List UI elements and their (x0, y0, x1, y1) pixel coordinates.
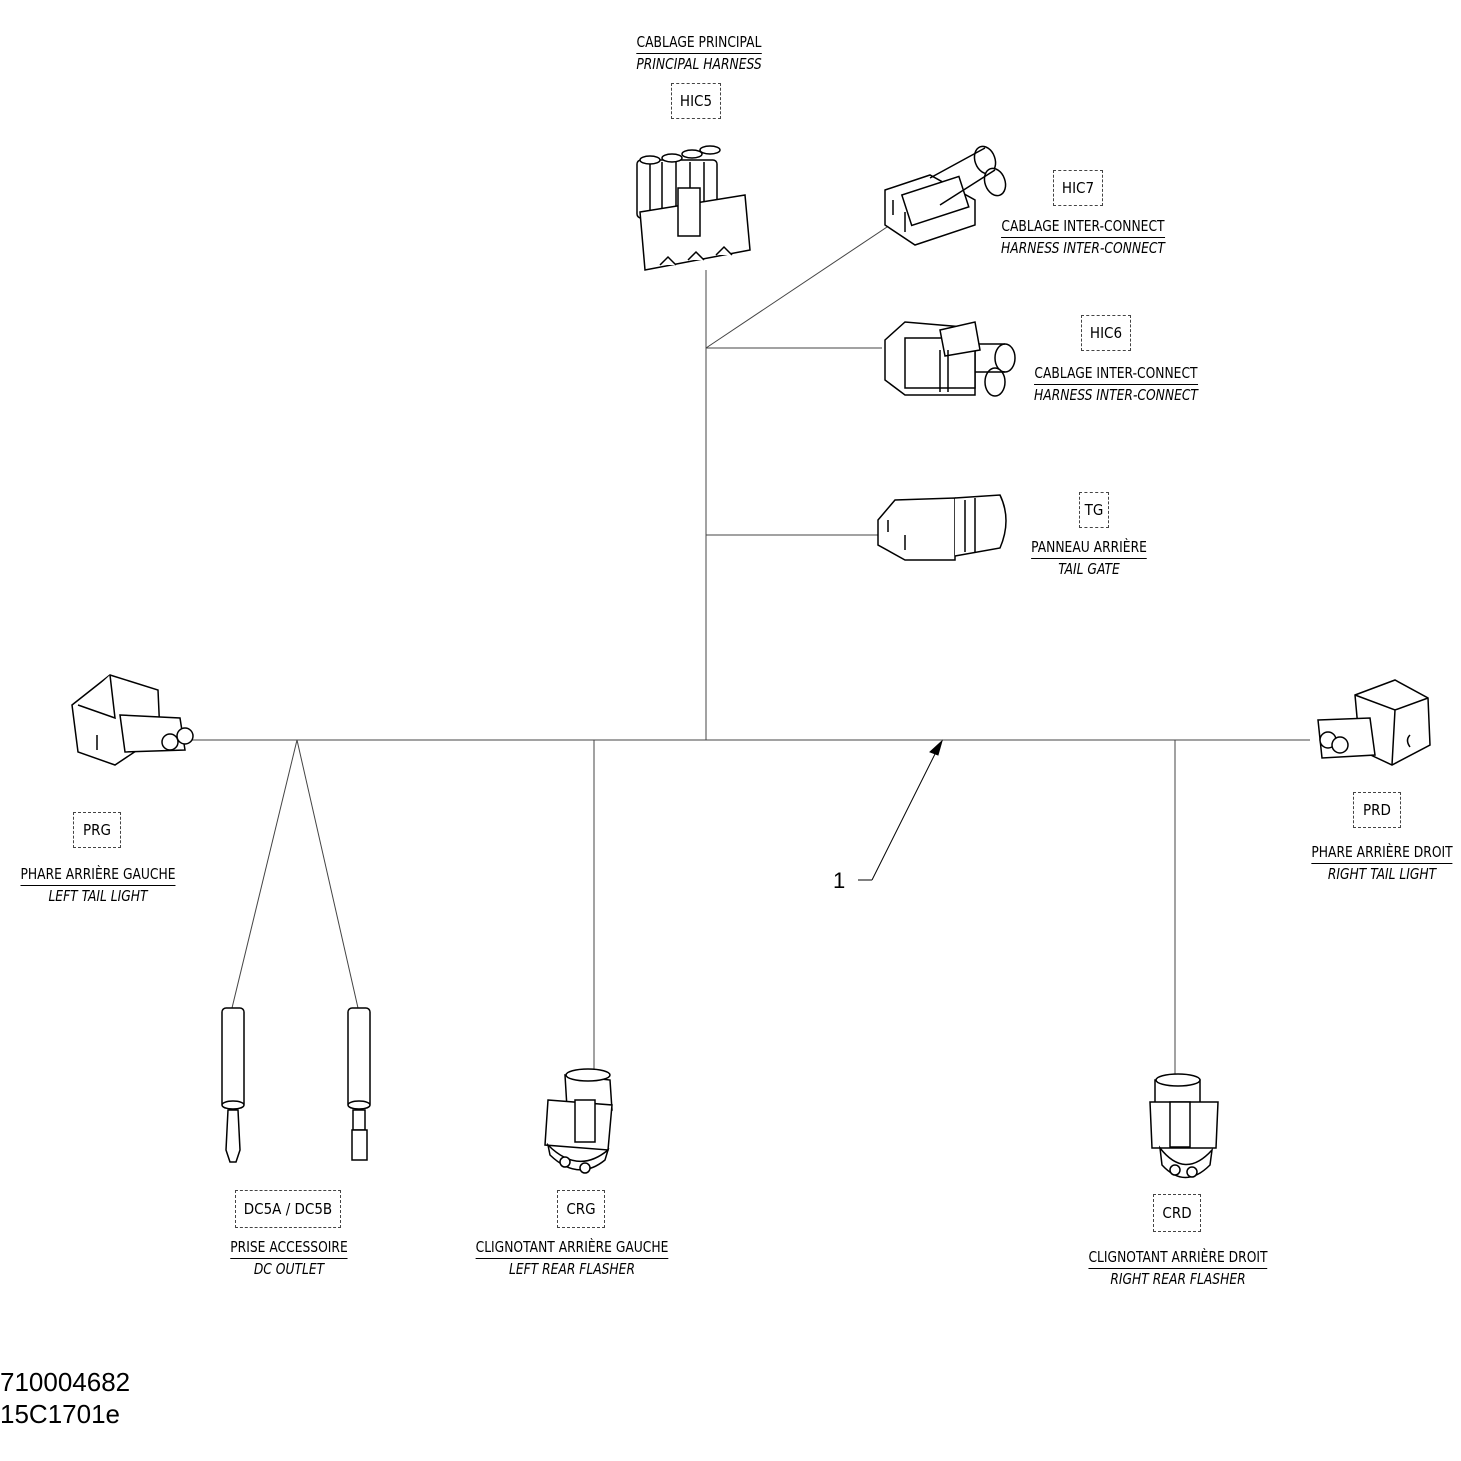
drawing-part-number: 710004682 (0, 1367, 131, 1397)
dc5-code-box: DC5A / DC5B (235, 1190, 341, 1228)
hic6-connector-icon (884, 321, 1016, 397)
crd-code-box: CRD (1153, 1194, 1201, 1232)
hic6-label-en: HARNESS INTER-CONNECT (1034, 386, 1198, 404)
prd-label-fr: PHARE ARRIÈRE DROIT (1311, 842, 1453, 864)
part-callout-number: 1 (833, 868, 846, 893)
hic5-label-fr: CABLAGE PRINCIPAL (636, 32, 762, 54)
hic7-label: CABLAGE INTER-CONNECT HARNESS INTER-CONN… (1001, 216, 1165, 259)
dc5-connector-icon (221, 1007, 371, 1163)
crg-label-fr: CLIGNOTANT ARRIÈRE GAUCHE (475, 1237, 669, 1259)
hic5-code-box: HIC5 (671, 83, 721, 119)
crg-label: CLIGNOTANT ARRIÈRE GAUCHE LEFT REAR FLAS… (475, 1237, 669, 1280)
dc5-label: PRISE ACCESSOIRE DC OUTLET (230, 1237, 348, 1280)
tg-code-box: TG (1079, 492, 1109, 528)
drawing-reference-code: 15C1701e (0, 1399, 120, 1429)
prg-label-en: LEFT TAIL LIGHT (48, 887, 148, 905)
harness-wires (190, 224, 1310, 1080)
prg-connector-icon (71, 674, 194, 766)
crg-code-box: CRG (557, 1190, 605, 1228)
hic7-connector-icon (884, 145, 1007, 246)
hic6-label-fr: CABLAGE INTER-CONNECT (1034, 363, 1198, 385)
hic7-label-fr: CABLAGE INTER-CONNECT (1001, 216, 1165, 238)
part-callout-leader (858, 739, 943, 881)
hic5-label-en: PRINCIPAL HARNESS (636, 55, 762, 73)
crd-label-en: RIGHT REAR FLASHER (1110, 1270, 1246, 1288)
hic7-label-en: HARNESS INTER-CONNECT (1001, 239, 1165, 257)
dc5-label-en: DC OUTLET (253, 1260, 325, 1278)
prg-label: PHARE ARRIÈRE GAUCHE LEFT TAIL LIGHT (20, 864, 176, 907)
prd-code-box: PRD (1353, 792, 1401, 828)
crd-connector-icon (1149, 1073, 1219, 1179)
prg-code-box: PRG (73, 812, 121, 848)
hic7-code-box: HIC7 (1053, 170, 1103, 206)
tg-connector-icon (877, 494, 1007, 561)
prd-label-en: RIGHT TAIL LIGHT (1327, 865, 1437, 883)
tg-label-en: TAIL GATE (1058, 560, 1120, 578)
tg-label: PANNEAU ARRIÈRE TAIL GATE (1031, 537, 1147, 580)
hic5-connector-icon (636, 145, 751, 271)
crg-connector-icon (544, 1068, 613, 1174)
crg-label-en: LEFT REAR FLASHER (508, 1260, 636, 1278)
tg-label-fr: PANNEAU ARRIÈRE (1031, 537, 1147, 559)
crd-label: CLIGNOTANT ARRIÈRE DROIT RIGHT REAR FLAS… (1088, 1247, 1268, 1290)
hic6-code-box: HIC6 (1081, 315, 1131, 351)
prg-label-fr: PHARE ARRIÈRE GAUCHE (20, 864, 176, 886)
hic5-label: CABLAGE PRINCIPAL PRINCIPAL HARNESS (636, 32, 762, 75)
prd-connector-icon (1317, 679, 1431, 766)
hic6-label: CABLAGE INTER-CONNECT HARNESS INTER-CONN… (1034, 363, 1198, 406)
prd-label: PHARE ARRIÈRE DROIT RIGHT TAIL LIGHT (1311, 842, 1453, 885)
crd-label-fr: CLIGNOTANT ARRIÈRE DROIT (1088, 1247, 1268, 1269)
dc5-label-fr: PRISE ACCESSOIRE (230, 1237, 348, 1259)
